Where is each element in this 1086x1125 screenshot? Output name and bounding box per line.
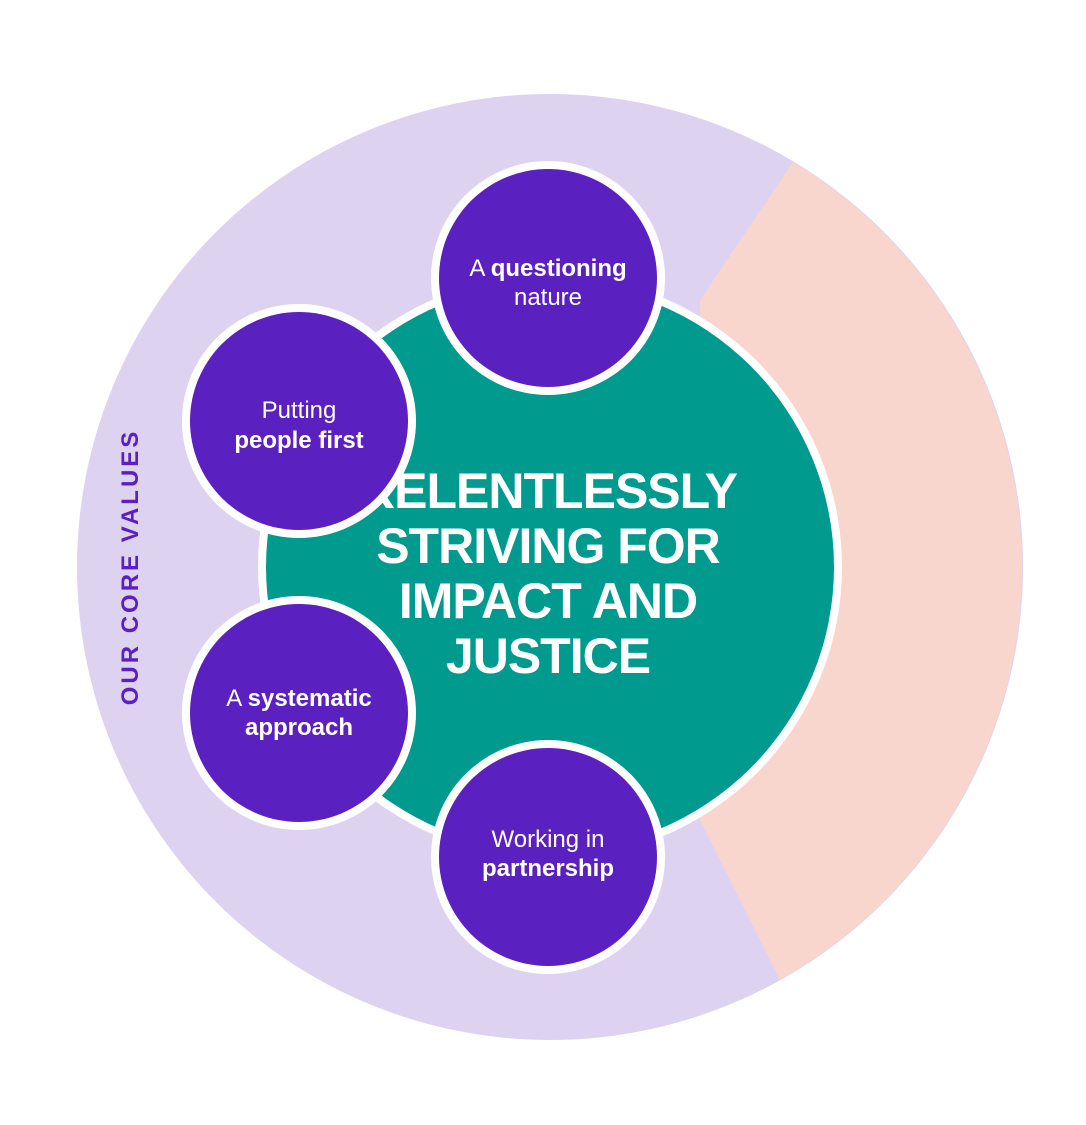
value-text-line-1: A questioning (469, 255, 626, 282)
value-partnership: Working in partnership (431, 740, 665, 974)
value-people-first: Putting people first (182, 304, 416, 538)
side-label: OUR CORE VALUES (117, 429, 144, 706)
value-bold-text: questioning (491, 255, 627, 282)
value-circle (439, 748, 657, 966)
value-text-line-2: nature (514, 284, 582, 311)
center-title-line-2: STRIVING FOR (376, 518, 720, 574)
value-text-line-1: Working in (492, 826, 605, 853)
value-circle (190, 312, 408, 530)
value-text-line-1: Putting (262, 397, 337, 424)
center-title-line-3: IMPACT AND (399, 573, 697, 629)
value-plain-text: nature (514, 284, 582, 311)
value-text-line-1: A systematic (226, 685, 371, 712)
value-text-line-2: partnership (482, 855, 614, 882)
value-plain-text: Working in (492, 826, 605, 853)
value-circle (190, 604, 408, 822)
value-bold-text: partnership (482, 855, 614, 882)
center-title-line-1: RELENTLESSLY (359, 463, 738, 519)
value-plain-text: Putting (262, 397, 337, 424)
accent-segment (700, 162, 1023, 980)
value-bold-text: people first (234, 427, 363, 454)
value-plain-text: A (226, 685, 247, 712)
value-questioning: A questioning nature (431, 161, 665, 395)
value-circle (439, 169, 657, 387)
value-text-line-2: approach (245, 714, 353, 741)
value-plain-text: A (469, 255, 490, 282)
value-text-line-2: people first (234, 427, 363, 454)
center-title: RELENTLESSLY STRIVING FOR IMPACT AND JUS… (359, 463, 739, 684)
center-title-line-4: JUSTICE (446, 628, 650, 684)
value-bold-text: approach (245, 714, 353, 741)
value-systematic: A systematic approach (182, 596, 416, 830)
value-bold-text: systematic (248, 685, 372, 712)
